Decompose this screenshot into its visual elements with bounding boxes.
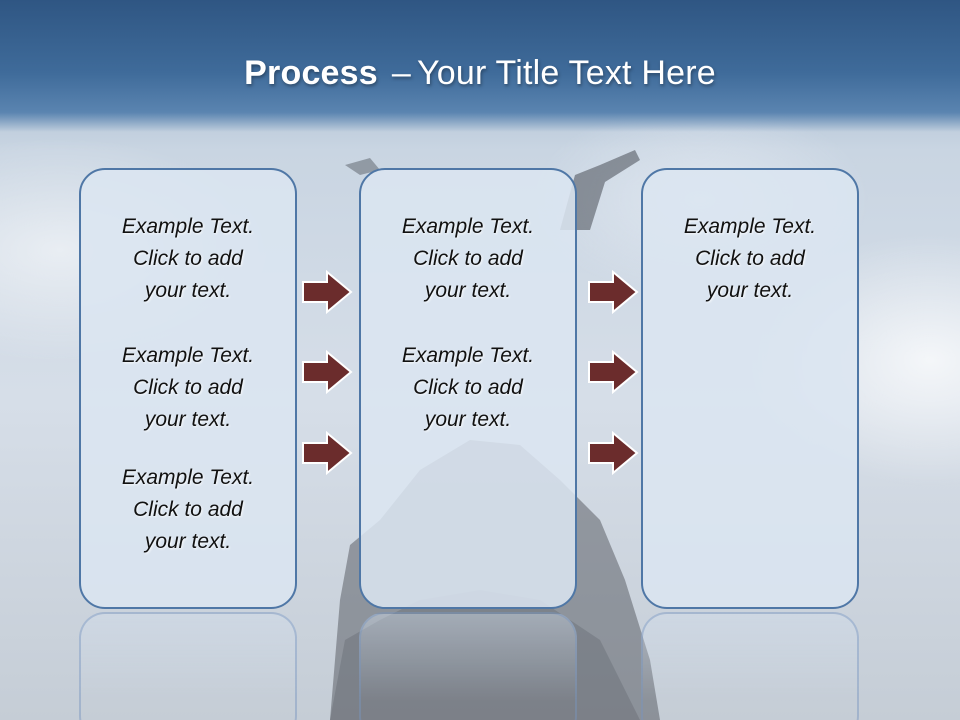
text-block[interactable]: Example Text. Click to add your text. bbox=[81, 211, 295, 307]
text-line: Click to add bbox=[133, 376, 243, 399]
text-line: Example Text. bbox=[121, 344, 255, 367]
text-line: your text. bbox=[144, 408, 232, 431]
box-reflection-3 bbox=[641, 612, 859, 720]
text-block[interactable]: Example Text. Click to add your text. bbox=[81, 340, 295, 436]
right-arrow-icon[interactable] bbox=[587, 350, 639, 394]
slide-title[interactable]: Process–Your Title Text Here bbox=[0, 54, 960, 93]
box-reflection-1 bbox=[79, 612, 297, 720]
right-arrow-icon[interactable] bbox=[301, 431, 353, 475]
text-line: Click to add bbox=[133, 247, 243, 270]
process-box-3[interactable]: Example Text. Click to add your text. bbox=[641, 168, 859, 609]
text-line: Click to add bbox=[413, 376, 523, 399]
text-block[interactable]: Example Text. Click to add your text. bbox=[361, 211, 575, 307]
process-box-1[interactable]: Example Text. Click to add your text. Ex… bbox=[79, 168, 297, 609]
text-line: Example Text. bbox=[121, 466, 255, 489]
text-block[interactable]: Example Text. Click to add your text. bbox=[643, 211, 857, 307]
right-arrow-icon[interactable] bbox=[301, 350, 353, 394]
text-block[interactable]: Example Text. Click to add your text. bbox=[361, 340, 575, 436]
process-box-2[interactable]: Example Text. Click to add your text. Ex… bbox=[359, 168, 577, 609]
text-line: your text. bbox=[424, 279, 512, 302]
text-line: Click to add bbox=[695, 247, 805, 270]
title-separator: – bbox=[391, 54, 411, 92]
text-line: Example Text. bbox=[683, 215, 817, 238]
title-text: Your Title Text Here bbox=[417, 54, 716, 92]
text-line: your text. bbox=[706, 279, 794, 302]
text-line: your text. bbox=[424, 408, 512, 431]
right-arrow-icon[interactable] bbox=[587, 270, 639, 314]
text-line: your text. bbox=[144, 279, 232, 302]
text-line: Example Text. bbox=[401, 344, 535, 367]
title-bold-part: Process bbox=[244, 54, 378, 92]
text-line: Example Text. bbox=[401, 215, 535, 238]
text-line: your text. bbox=[144, 530, 232, 553]
text-block[interactable]: Example Text. Click to add your text. bbox=[81, 462, 295, 558]
right-arrow-icon[interactable] bbox=[587, 431, 639, 475]
text-line: Example Text. bbox=[121, 215, 255, 238]
text-line: Click to add bbox=[413, 247, 523, 270]
right-arrow-icon[interactable] bbox=[301, 270, 353, 314]
header-band bbox=[0, 0, 960, 132]
box-reflection-2 bbox=[359, 612, 577, 720]
text-line: Click to add bbox=[133, 498, 243, 521]
